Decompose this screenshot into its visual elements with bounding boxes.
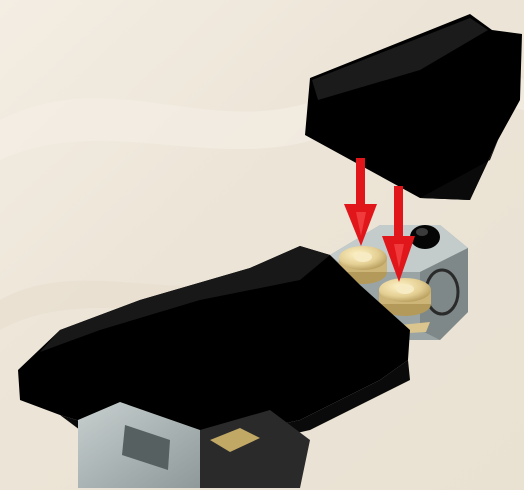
- instruction-illustration: [0, 0, 524, 490]
- instruction-canvas: [0, 0, 524, 490]
